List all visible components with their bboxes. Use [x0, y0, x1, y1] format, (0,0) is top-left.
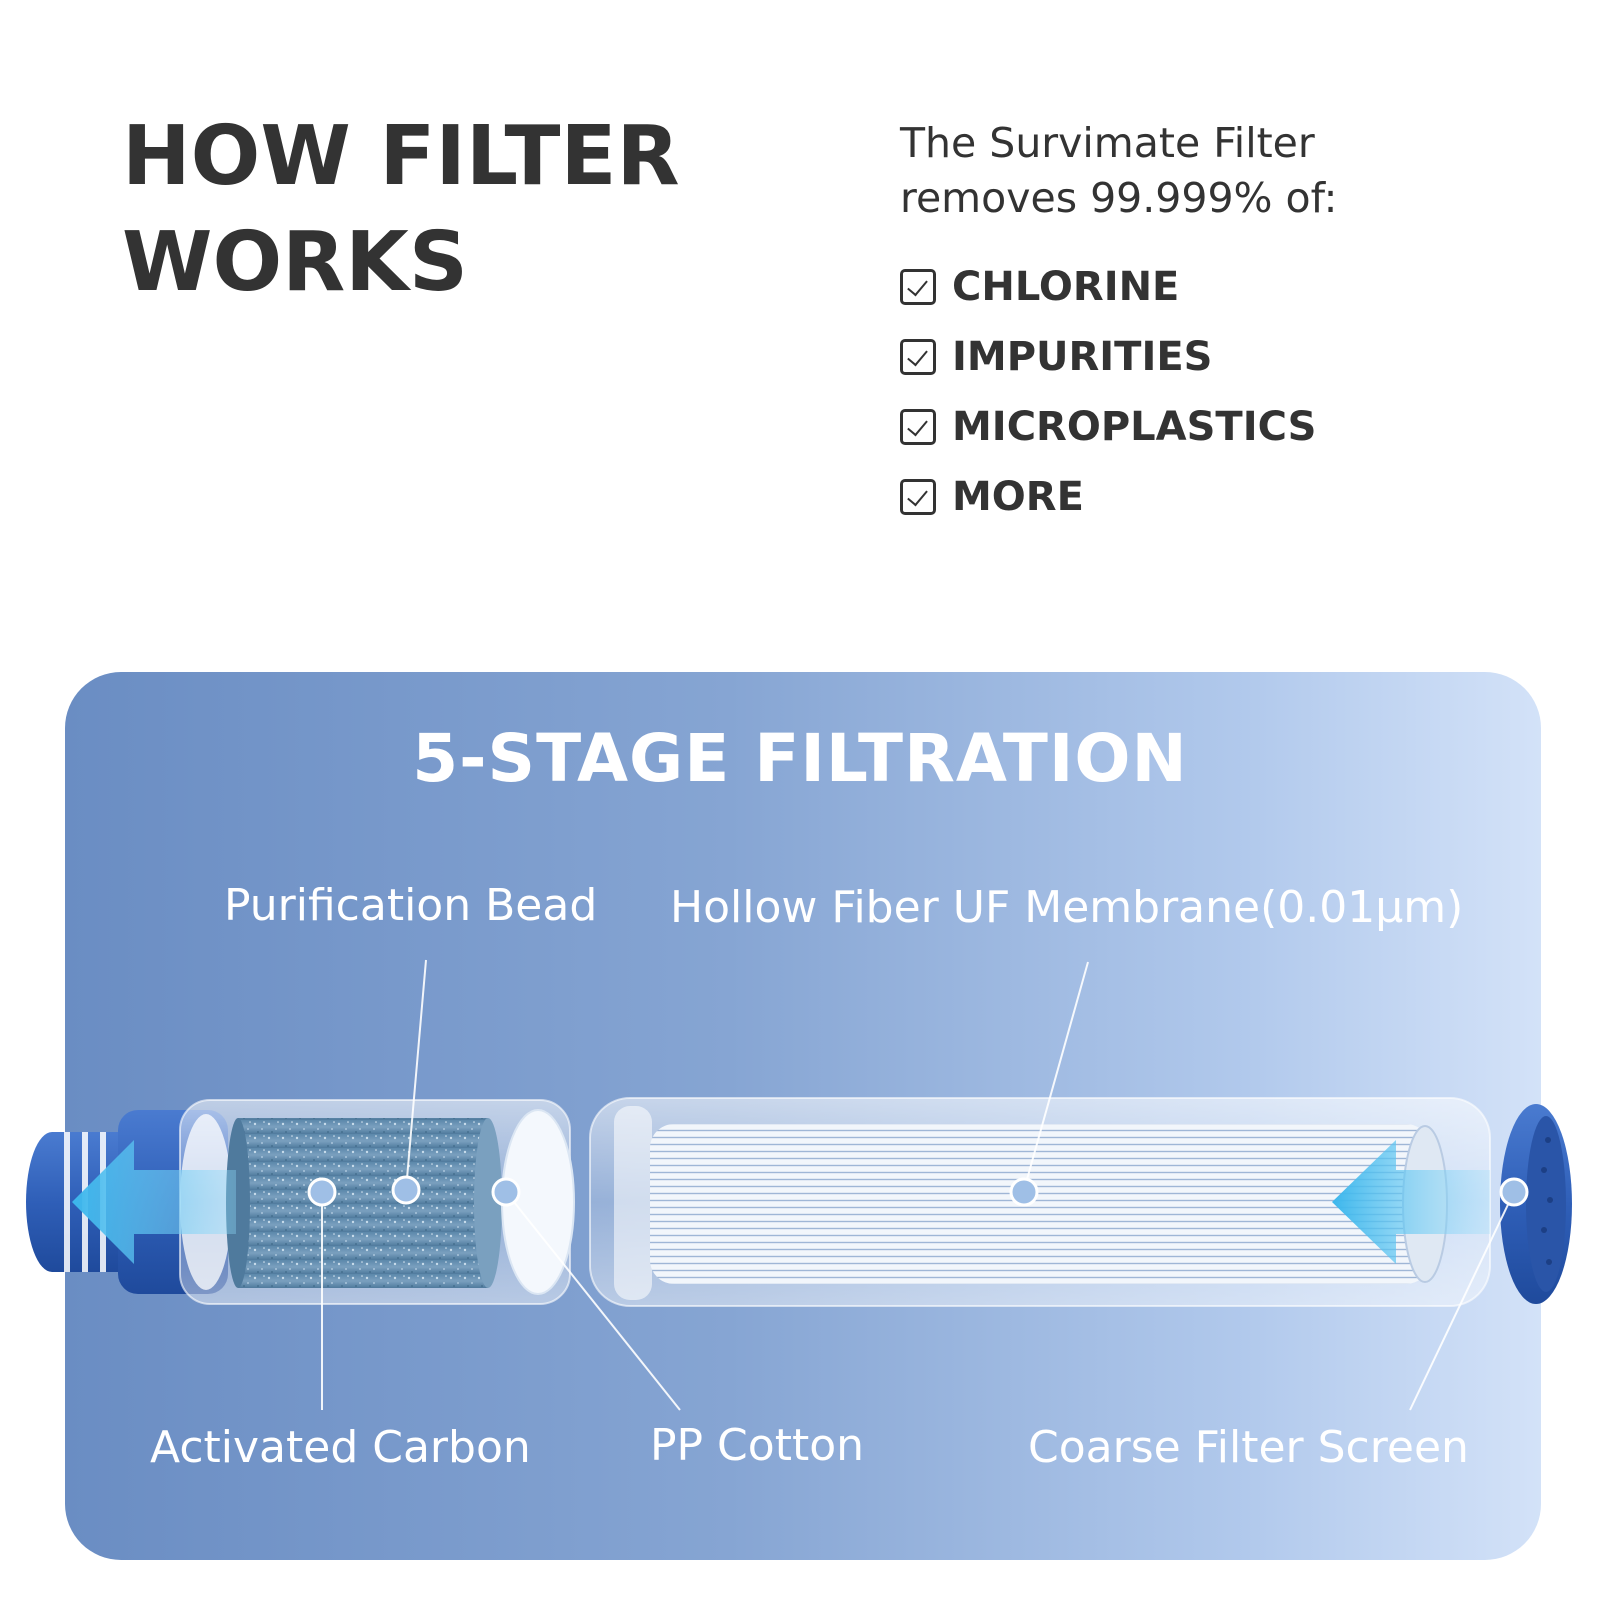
checkbox-icon	[900, 269, 936, 305]
checklist-item-impurities: IMPURITIES	[900, 322, 1317, 392]
callout-dot-icon	[1009, 1177, 1039, 1207]
flow-arrow-icon	[1332, 1140, 1490, 1264]
intro-line-1: The Survimate Filter	[900, 119, 1315, 167]
callout-dot-icon	[491, 1177, 521, 1207]
label-activated-carbon: Activated Carbon	[150, 1422, 531, 1473]
checklist-label: CHLORINE	[952, 264, 1180, 310]
callout-line-purification-bead	[405, 959, 427, 1191]
callout-dot-icon	[307, 1177, 337, 1207]
label-purification-bead: Purification Bead	[224, 880, 598, 931]
callout-dot-icon	[1499, 1177, 1529, 1207]
headline: HOW FILTER WORKS	[122, 104, 680, 316]
checklist-item-chlorine: CHLORINE	[900, 252, 1317, 322]
checkbox-icon	[900, 409, 936, 445]
checkbox-icon	[900, 479, 936, 515]
callout-line-pp-cotton	[505, 1191, 681, 1411]
callout-line-coarse-screen	[1409, 1191, 1515, 1411]
intro-line-2: removes 99.999% of:	[900, 174, 1338, 222]
checklist-label: IMPURITIES	[952, 334, 1213, 380]
headline-line-2: WORKS	[122, 215, 468, 310]
activated-carbon-block	[226, 1118, 502, 1288]
checklist-label: MICROPLASTICS	[952, 404, 1317, 450]
flow-arrow-icon	[72, 1140, 236, 1264]
callout-dots	[307, 1175, 1529, 1207]
removes-checklist: CHLORINE IMPURITIES MICROPLASTICS MORE	[900, 252, 1317, 532]
checkbox-icon	[900, 339, 936, 375]
checklist-label: MORE	[952, 474, 1084, 520]
label-pp-cotton: PP Cotton	[650, 1420, 865, 1471]
intro-text: The Survimate Filter removes 99.999% of:	[900, 116, 1520, 226]
panel-title: 5-STAGE FILTRATION	[412, 720, 1188, 797]
inlet-cap	[1500, 1104, 1572, 1304]
label-hollow-fiber: Hollow Fiber UF Membrane(0.01μm)	[670, 882, 1464, 933]
headline-line-1: HOW FILTER	[122, 109, 680, 204]
label-coarse-screen: Coarse Filter Screen	[1028, 1422, 1469, 1473]
callout-dot-icon	[391, 1175, 421, 1205]
checklist-item-microplastics: MICROPLASTICS	[900, 392, 1317, 462]
callout-line-hollow-fiber	[1023, 961, 1089, 1191]
checklist-item-more: MORE	[900, 462, 1317, 532]
callout-lines	[321, 959, 1515, 1411]
